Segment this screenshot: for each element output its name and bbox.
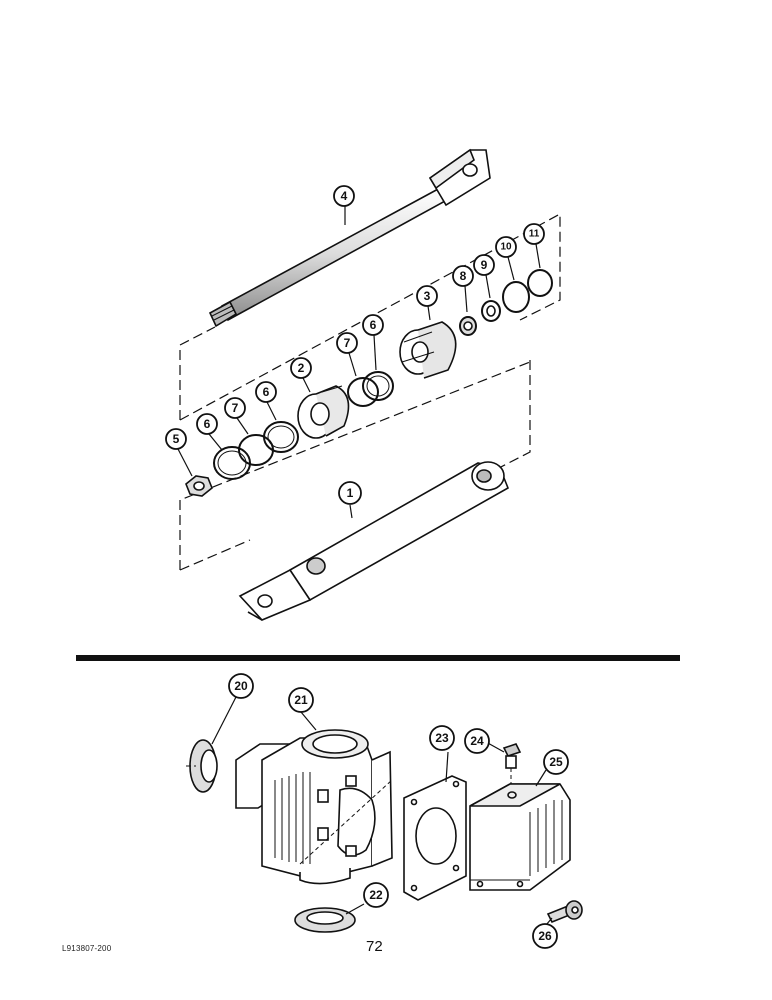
callout-8: 8 — [460, 269, 467, 283]
callout-circle-3 — [416, 285, 438, 307]
cap-screw — [546, 900, 583, 924]
callout-6b: 6 — [204, 417, 211, 431]
callouts-lower-leaders — [211, 696, 553, 926]
thrust-washer — [294, 907, 356, 933]
callout-circle-24 — [464, 728, 490, 754]
retaining-ring-11 — [527, 269, 553, 297]
callout-circle-22 — [363, 882, 389, 908]
piston-rod — [208, 148, 491, 328]
pump-housing — [235, 729, 393, 885]
callout-circle-7a — [336, 332, 358, 354]
seal-ring-mid-7 — [347, 377, 379, 407]
assembly-dash-lines — [179, 212, 561, 571]
callout-circle-6c — [255, 381, 277, 403]
callout-circle-6a — [362, 314, 384, 336]
callout-circle-20 — [228, 673, 254, 699]
lip-seal — [186, 739, 218, 793]
callout-20: 20 — [234, 679, 248, 693]
piston — [297, 385, 350, 439]
snap-ring-10 — [502, 281, 530, 313]
callouts-upper — [177, 206, 541, 519]
callout-circles — [165, 185, 569, 949]
callout-7a: 7 — [344, 336, 351, 350]
callout-21: 21 — [294, 693, 308, 707]
callout-2: 2 — [298, 361, 305, 375]
callout-circle-6b — [196, 413, 218, 435]
callout-7b: 7 — [232, 401, 239, 415]
callout-24: 24 — [470, 734, 484, 748]
wiper-9 — [481, 300, 501, 322]
callout-23: 23 — [435, 731, 449, 745]
rod-seal-8 — [459, 316, 477, 336]
callout-circle-26 — [532, 923, 558, 949]
callout-6c: 6 — [263, 385, 270, 399]
callout-circle-4 — [333, 185, 355, 207]
gasket — [403, 775, 467, 901]
housing-assembly — [186, 729, 583, 933]
callout-6a: 6 — [370, 318, 377, 332]
callout-4: 4 — [341, 189, 348, 203]
callout-11: 11 — [529, 229, 540, 240]
callout-26: 26 — [538, 929, 552, 943]
callout-circle-2 — [290, 357, 312, 379]
callout-10: 10 — [500, 242, 512, 253]
cylinder-assembly — [179, 148, 561, 621]
callout-circle-9 — [473, 254, 495, 276]
seal-ring-mid-6 — [362, 371, 394, 401]
seal-ring-left-6 — [213, 446, 251, 480]
callout-circle-8 — [452, 265, 474, 287]
callout-5: 5 — [173, 432, 180, 446]
callout-circle-23 — [429, 725, 455, 751]
callout-circle-11 — [523, 223, 545, 245]
callout-circle-10 — [495, 236, 517, 258]
callout-circle-21 — [288, 687, 314, 713]
breather-fitting — [502, 743, 522, 790]
callout-circle-1 — [338, 481, 362, 505]
page-number: 72 — [366, 938, 383, 955]
callout-9: 9 — [481, 258, 488, 272]
end-cover — [469, 783, 571, 891]
gland — [399, 321, 457, 379]
callout-22: 22 — [369, 888, 383, 902]
cylinder-barrel — [238, 461, 510, 621]
callout-25: 25 — [549, 755, 563, 769]
callout-circle-25 — [543, 749, 569, 775]
callout-numbers: 4 3 8 9 10 11 7 6 2 6 7 6 5 1 20 21 23 2… — [173, 189, 563, 943]
section-divider — [76, 655, 680, 661]
seal-ring-left-6b — [263, 421, 299, 453]
callout-circle-7b — [224, 397, 246, 419]
callout-circle-5 — [165, 428, 187, 450]
document-code: L913807-200 — [62, 944, 112, 953]
hex-nut — [185, 475, 213, 497]
callout-3: 3 — [424, 289, 431, 303]
callout-1: 1 — [347, 486, 354, 500]
